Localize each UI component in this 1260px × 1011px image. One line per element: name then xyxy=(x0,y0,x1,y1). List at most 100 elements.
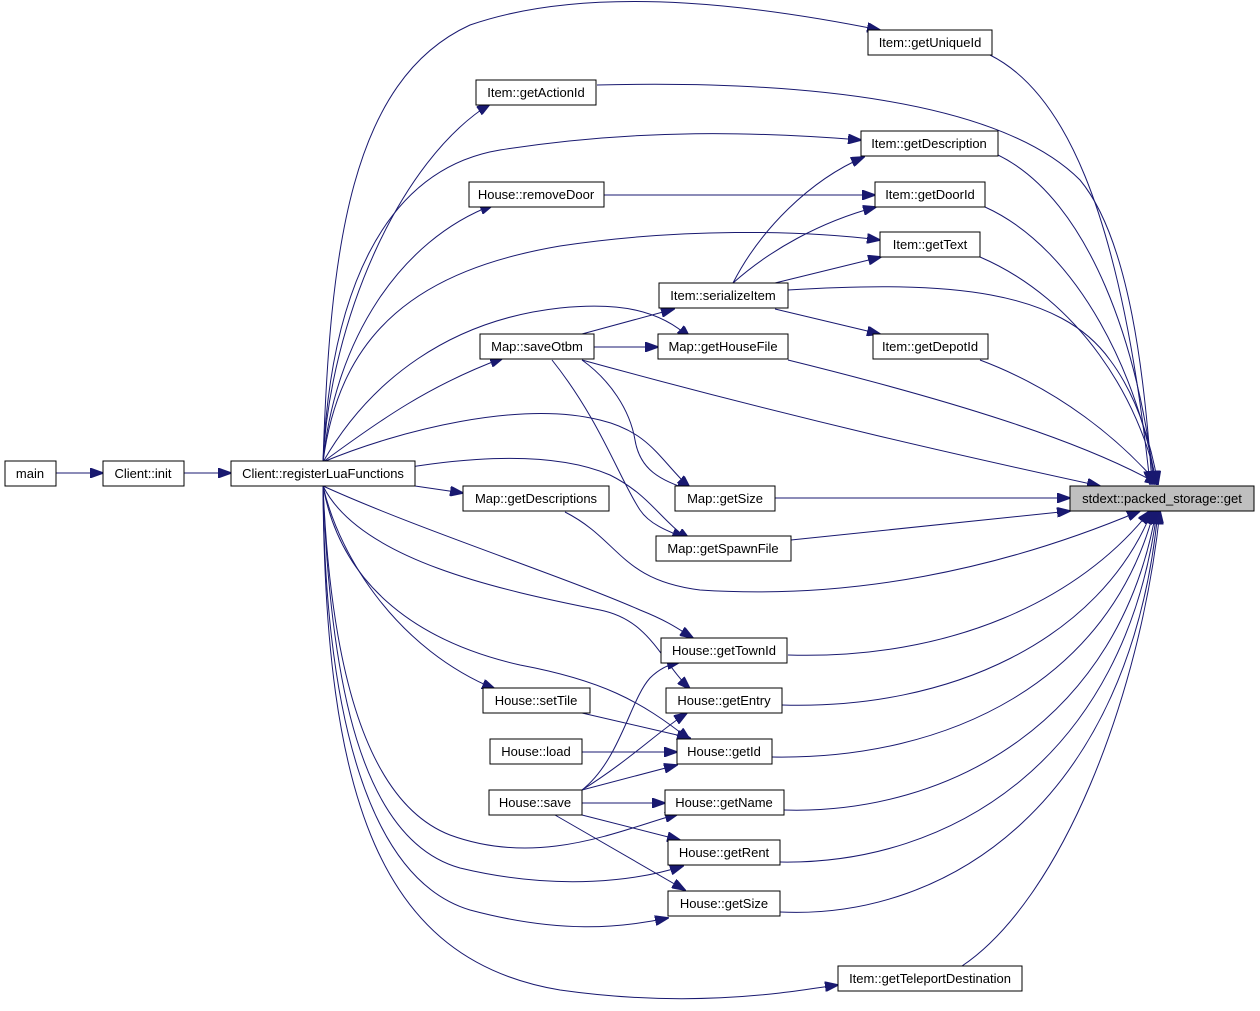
edge-save-to-getEntry xyxy=(581,713,687,791)
edge-save-to-getRent xyxy=(581,814,680,840)
edge-serialize-to-getText xyxy=(774,257,881,284)
edge-getTownId-to-root xyxy=(787,511,1150,656)
node-house-save[interactable]: House::save xyxy=(488,789,583,816)
node-main[interactable]: main xyxy=(4,460,57,487)
node-label: Item::getTeleportDestination xyxy=(849,971,1011,986)
edge-register-to-getRent xyxy=(322,485,683,883)
edge-saveOtbm-to-getSize-map xyxy=(581,359,690,490)
edge-serialize-to-getDoorId xyxy=(732,207,876,284)
node-label: House::removeDoor xyxy=(478,187,595,202)
edge-getDescriptions-to-root xyxy=(564,511,1140,593)
edge-register-to-getSize-house xyxy=(322,485,668,928)
node-label: House::getEntry xyxy=(677,693,771,708)
edge-register-to-getSize-map xyxy=(322,413,690,488)
node-label: House::getName xyxy=(675,795,773,810)
node-label: House::getRent xyxy=(679,845,770,860)
node-house-load[interactable]: House::load xyxy=(489,738,583,765)
node-label: Client::registerLuaFunctions xyxy=(242,466,404,481)
node-label: Item::getDescription xyxy=(871,136,987,151)
node-label: Item::serializeItem xyxy=(670,288,775,303)
edge-getActionId-to-root xyxy=(596,83,1152,484)
node-label: Map::getDescriptions xyxy=(475,491,598,506)
edge-getText-to-root xyxy=(979,256,1157,484)
edge-register-to-getDescriptions xyxy=(414,485,463,493)
edge-save-to-getId xyxy=(581,765,677,791)
node-label: House::getSize xyxy=(680,896,768,911)
edge-save-to-getTownId xyxy=(581,662,680,791)
node-map-getSize[interactable]: Map::getSize xyxy=(674,485,776,512)
edge-register-to-setTile xyxy=(322,485,495,689)
node-label: House::save xyxy=(499,795,571,810)
edge-getHouseFile-to-root xyxy=(787,359,1158,484)
edge-serialize-to-root xyxy=(787,286,1158,484)
node-label: Map::getSize xyxy=(687,491,763,506)
node-item-getDoorId[interactable]: Item::getDoorId xyxy=(874,181,986,208)
node-label: Item::getDoorId xyxy=(885,187,975,202)
node-label: Map::getSpawnFile xyxy=(667,541,778,556)
node-map-getDescriptions[interactable]: Map::getDescriptions xyxy=(462,485,610,512)
node-house-getSize[interactable]: House::getSize xyxy=(667,890,781,917)
edge-saveOtbm-to-root xyxy=(581,359,1100,486)
edge-getId-to-root xyxy=(771,511,1154,758)
edge-getDoorId-to-root xyxy=(984,206,1156,484)
edge-register-to-getText xyxy=(322,231,880,463)
edge-register-to-getTownId xyxy=(322,485,693,638)
edge-getUniqueId-to-root xyxy=(989,54,1150,484)
edge-setTile-to-getId xyxy=(581,712,690,738)
node-item-getTeleportDestination[interactable]: Item::getTeleportDestination xyxy=(837,965,1023,992)
node-label: Item::getActionId xyxy=(487,85,585,100)
node-label: Item::getDepotId xyxy=(882,339,978,354)
node-house-setTile[interactable]: House::setTile xyxy=(482,687,591,714)
node-client-registerLuaFunctions[interactable]: Client::registerLuaFunctions xyxy=(230,460,416,487)
edge-serialize-to-getDescription xyxy=(732,157,864,284)
edge-save-to-getSize-house xyxy=(554,814,685,890)
edge-getRent-to-root xyxy=(779,511,1157,863)
node-label: Client::init xyxy=(114,466,171,481)
edge-getSpawnFile-to-root xyxy=(790,511,1070,541)
edge-getSize-house-to-root xyxy=(779,511,1158,913)
node-item-getText[interactable]: Item::getText xyxy=(879,231,981,258)
edge-getName-to-root xyxy=(783,511,1156,811)
node-house-getTownId[interactable]: House::getTownId xyxy=(660,637,788,664)
edge-register-to-removeDoor xyxy=(322,205,493,463)
node-label: House::setTile xyxy=(495,693,578,708)
node-stdext-packed-storage-get[interactable]: stdext::packed_storage::get xyxy=(1069,485,1255,512)
edge-getTeleportDestination-to-root xyxy=(961,511,1160,967)
edge-register-to-getId xyxy=(322,485,690,740)
edge-getDepotId-to-root xyxy=(979,359,1158,484)
node-house-removeDoor[interactable]: House::removeDoor xyxy=(468,181,605,208)
node-item-getUniqueId[interactable]: Item::getUniqueId xyxy=(867,29,993,56)
node-map-getHouseFile[interactable]: Map::getHouseFile xyxy=(657,333,789,360)
node-label: Map::saveOtbm xyxy=(491,339,583,354)
node-label: House::getId xyxy=(687,744,761,759)
node-house-getEntry[interactable]: House::getEntry xyxy=(665,687,783,714)
edge-register-to-getTeleportDestination xyxy=(322,485,838,1000)
edge-register-to-getName xyxy=(322,485,678,849)
node-item-getDepotId[interactable]: Item::getDepotId xyxy=(872,333,989,360)
edge-saveOtbm-to-getSpawnFile xyxy=(551,359,685,538)
edge-saveOtbm-to-serialize xyxy=(581,309,674,335)
edge-serialize-to-getDepotId xyxy=(774,308,880,334)
node-label: House::getTownId xyxy=(672,643,776,658)
edge-register-to-getDescription xyxy=(322,133,861,463)
nodes: main Client::init Client::registerLuaFun… xyxy=(4,29,1255,992)
node-label: stdext::packed_storage::get xyxy=(1082,491,1242,506)
edge-register-to-getUniqueId xyxy=(322,1,880,463)
node-client-init[interactable]: Client::init xyxy=(102,460,185,487)
node-item-serializeItem[interactable]: Item::serializeItem xyxy=(658,282,789,309)
edge-getEntry-to-root xyxy=(781,511,1152,706)
node-house-getName[interactable]: House::getName xyxy=(664,789,785,816)
edge-register-to-getActionId xyxy=(322,104,490,463)
node-label: Item::getText xyxy=(893,237,968,252)
node-item-getActionId[interactable]: Item::getActionId xyxy=(475,79,597,106)
node-map-saveOtbm[interactable]: Map::saveOtbm xyxy=(479,333,595,360)
node-label: main xyxy=(16,466,44,481)
node-label: House::load xyxy=(501,744,570,759)
node-house-getRent[interactable]: House::getRent xyxy=(667,839,781,866)
edge-register-to-getEntry xyxy=(322,485,690,689)
node-map-getSpawnFile[interactable]: Map::getSpawnFile xyxy=(655,535,792,562)
edge-register-to-getHouseFile xyxy=(322,305,690,463)
node-house-getId[interactable]: House::getId xyxy=(676,738,773,765)
node-item-getDescription[interactable]: Item::getDescription xyxy=(860,130,999,157)
